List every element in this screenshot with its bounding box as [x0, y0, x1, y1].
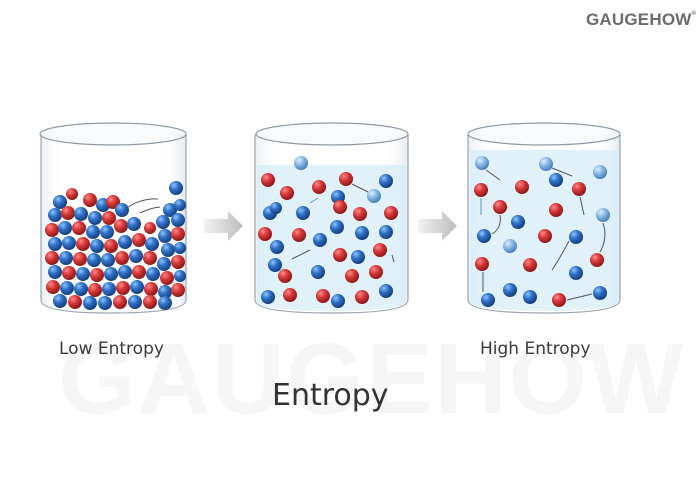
logo-text: GAUGEHOW: [586, 10, 692, 29]
beaker-high-entropy: [467, 122, 621, 314]
right-arrow-icon: [418, 211, 457, 241]
logo-mark: ®: [691, 11, 697, 17]
right-arrow-icon: [204, 211, 243, 241]
beaker-low-entropy: [39, 122, 187, 314]
brand-logo: GAUGEHOW®: [586, 10, 696, 30]
particles-high: [474, 156, 610, 307]
label-high-entropy: High Entropy: [480, 339, 591, 359]
watermark: GAUGEHOW: [58, 323, 686, 435]
beaker-transition: [254, 122, 409, 314]
diagram-title: Entropy: [272, 378, 389, 413]
particles-low: [45, 181, 186, 310]
particles-mid: [258, 156, 398, 308]
label-low-entropy: Low Entropy: [59, 339, 164, 359]
